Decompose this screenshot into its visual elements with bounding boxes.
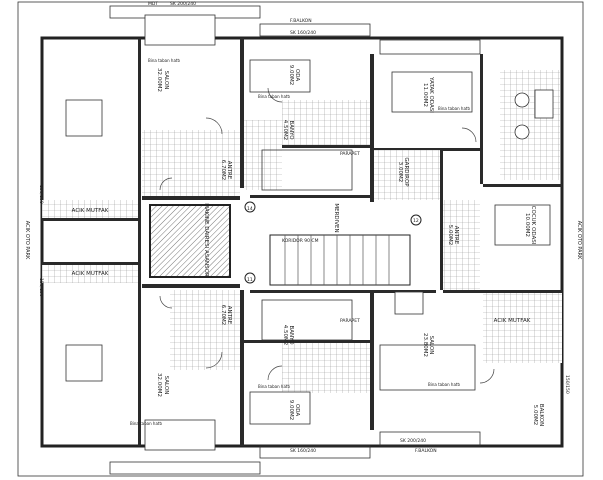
area-yatak-tr: 11.00M2 — [422, 83, 428, 107]
bathroom-bottom-floor — [282, 343, 370, 393]
staircase — [244, 149, 422, 341]
label-dim-150-l2: 150/150 — [38, 278, 44, 297]
area-gardirop: 3.00M2 — [397, 162, 403, 183]
gardirop-floor — [374, 150, 440, 200]
label-sk-top: SK 200/240 — [170, 1, 196, 7]
area-antre-tl: 6.70M2 — [220, 160, 226, 181]
label-salon-br: SALON — [428, 336, 434, 355]
antre-right-floor — [443, 200, 480, 290]
label-merdiven: MERDIVEN — [333, 203, 339, 232]
area-oda-tc: 9.00M2 — [288, 65, 294, 86]
label-gardirop: GARDIROP — [403, 157, 409, 187]
kitchen-left2-floor — [42, 265, 138, 283]
label-acik-mutfak-l1: ACIK MUTFAK — [72, 208, 109, 214]
note-salon-tl: Bina taban hattı — [148, 58, 180, 63]
label-cocuk-odasi: COCUK ODASI — [530, 206, 536, 245]
label-f-balkon-top: F.BALKON — [290, 18, 312, 24]
area-antre-bl: 6.70M2 — [220, 305, 226, 326]
plan-border — [17, 1, 584, 477]
north-label-left: ACIK OTO PARK — [24, 221, 30, 260]
kitchen-right-floor — [483, 293, 562, 363]
label-acik-mutfak-l2: ACIK MUTFAK — [72, 271, 109, 277]
label-salon-bl: SALON — [163, 376, 169, 395]
area-banyo-t: 4.50M2 — [282, 120, 288, 141]
label-dim-150-l: 150/150 — [38, 185, 44, 204]
balcony-bottom-center — [259, 445, 371, 459]
note-salon-bl: Bina taban hattı — [130, 421, 162, 426]
area-banyo-b: 4.50M2 — [282, 325, 288, 346]
label-mdt-top: MDT — [148, 1, 158, 7]
area-salon-tl: 32.00M2 — [156, 68, 162, 92]
note-oda-tc: Bina taban hattı — [258, 94, 290, 99]
area-oda-bc: 9.00M2 — [288, 400, 294, 421]
balcony-bottom-left — [109, 461, 261, 475]
label-antre-bl: ANTRE — [226, 306, 232, 325]
antre-left-floor — [142, 130, 240, 196]
antre-top-floor — [244, 120, 282, 190]
label-dim-150-r: 150/150 — [564, 375, 570, 394]
label-f-balkon-bottom: F.BALKON — [415, 448, 437, 454]
door-swings — [159, 87, 495, 384]
bathroom-top-floor — [282, 100, 370, 145]
label-sk-bottom-r: SK 200/240 — [400, 438, 426, 444]
note-oda-bc: Bina taban hattı — [258, 384, 290, 389]
note-yatak-tr: Bina taban hattı — [438, 106, 470, 111]
label-pos-12: 12 — [413, 218, 419, 224]
antre-bottom-floor — [170, 290, 240, 370]
label-oda-tc: ODA — [294, 69, 300, 81]
label-banyo-b: BANYO — [288, 325, 294, 345]
label-sk-top-c: SK 160/240 — [290, 30, 316, 36]
note-salon-br: Bina taban hattı — [428, 382, 460, 387]
label-yatak-tr: YATAK ODASI — [428, 76, 434, 113]
label-salon-tl: SALON — [163, 71, 169, 90]
elevator-shaft — [149, 204, 231, 278]
label-parapet-1: PARAPET — [340, 151, 360, 157]
label-koridor: KORIDOR 90 CM — [282, 238, 319, 244]
kitchen-left-floor — [42, 200, 138, 218]
area-cocuk-odasi: 10.00M2 — [524, 213, 530, 237]
label-antre-r: ANTRE — [453, 226, 459, 245]
label-banyo-t: BANYO — [288, 120, 294, 140]
area-balkon-br: 5.00M2 — [532, 405, 538, 426]
label-sk-bottom: SK 160/240 — [290, 448, 316, 454]
balcony-top-right — [379, 39, 481, 55]
balcony-bottom-right — [379, 431, 481, 447]
label-balkon-br: BALKON — [538, 404, 544, 426]
label-acik-mutfak-r: ACIK MUTFAK — [494, 318, 531, 324]
balcony-top-center — [259, 23, 371, 37]
area-salon-bl: 32.00M2 — [156, 373, 162, 397]
label-asansor: MAKINE DAIRESI ASANSOR — [203, 203, 209, 277]
label-oda-bc: ODA — [294, 404, 300, 416]
interior-walls — [42, 38, 562, 446]
label-parapet-2: PARAPET — [340, 318, 360, 324]
label-antre-tl: ANTRE — [226, 161, 232, 180]
north-label-right: ACIK OTO PARK — [576, 221, 582, 260]
label-pos-11: 11 — [247, 277, 253, 283]
bath-right-floor — [500, 70, 560, 180]
area-antre-r: 5.00M2 — [447, 225, 453, 246]
furniture — [65, 14, 554, 451]
area-salon-br: 23.80M2 — [422, 333, 428, 357]
label-pos-14: 14 — [247, 206, 253, 212]
